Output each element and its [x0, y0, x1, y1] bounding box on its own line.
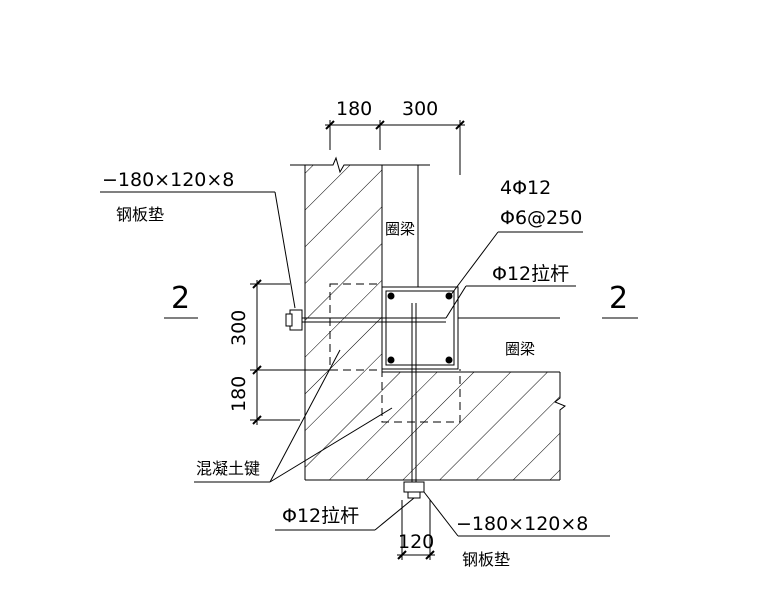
- ring-beam-upper-label: 圈梁: [385, 220, 415, 238]
- leader-tie-rod-bottom: Φ12拉杆: [275, 497, 415, 531]
- plate-top-name: 钢板垫: [116, 205, 164, 224]
- leader-plate-top: −180×120×8 钢板垫: [100, 169, 296, 309]
- svg-text:2: 2: [171, 281, 190, 316]
- left-dimension: 300 180: [228, 279, 330, 425]
- ring-beam-lower-label: 圈梁: [505, 340, 535, 358]
- dim-300-top: 300: [402, 98, 438, 120]
- rebar-stirrup-label: Φ6@250: [500, 207, 582, 229]
- dim-120-bottom: 120: [398, 531, 434, 553]
- bottom-dimension: 120: [397, 500, 435, 560]
- plate-bottom-name: 钢板垫: [462, 550, 510, 569]
- concrete-key-outlines: [329, 283, 461, 423]
- dim-180-top: 180: [336, 98, 372, 120]
- leader-concrete-key: 混凝土键: [194, 349, 393, 483]
- tie-rod-bottom-label: Φ12拉杆: [282, 505, 359, 527]
- top-dimension: 180 300: [325, 98, 465, 175]
- section-mark-right: 2: [602, 281, 638, 319]
- ring-beam-upper: [417, 165, 566, 480]
- plate-bottom-spec: −180×120×8: [456, 513, 588, 535]
- rebar-main-label: 4Φ12: [500, 177, 551, 199]
- leader-plate-bottom: −180×120×8 钢板垫: [423, 491, 610, 569]
- dim-180-left: 180: [228, 376, 250, 412]
- vertical-tie-rod: [403, 303, 425, 499]
- horizontal-tie-rod: [285, 309, 446, 331]
- tie-rod-right-label: Φ12拉杆: [492, 263, 569, 285]
- leader-tie-rod-right: Φ12拉杆: [445, 263, 576, 319]
- leader-rebar: 4Φ12 Φ6@250: [449, 177, 583, 297]
- rebar-cage: [381, 286, 459, 370]
- dim-300-left: 300: [228, 310, 250, 346]
- section-mark-left: 2: [164, 281, 198, 319]
- concrete-key-label: 混凝土键: [196, 459, 260, 478]
- plate-top-spec: −180×120×8: [102, 169, 234, 191]
- svg-text:2: 2: [609, 281, 628, 316]
